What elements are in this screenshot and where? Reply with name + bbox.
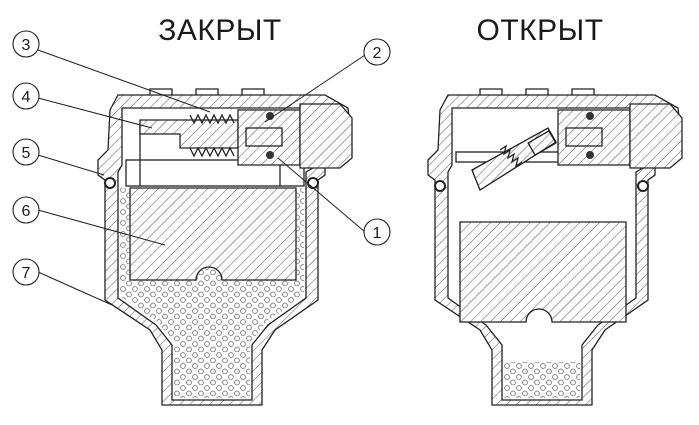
callout-4-label: 4 — [22, 89, 31, 106]
callout-7-label: 7 — [22, 265, 31, 282]
open-water-fill — [504, 362, 580, 398]
open-float — [459, 221, 627, 323]
closed-spring — [189, 113, 235, 158]
callout-leader-7 — [37, 271, 113, 306]
open-seal-bottom — [586, 151, 594, 159]
callout-2: 2 — [363, 38, 391, 66]
open-title: ОТКРЫТ — [476, 14, 603, 47]
callout-leader-2 — [264, 54, 366, 123]
callout-5-label: 5 — [22, 145, 31, 162]
closed-oring-left — [104, 177, 116, 189]
callout-6-label: 6 — [22, 203, 31, 220]
callout-leader-1 — [277, 157, 366, 233]
open-seal-top — [586, 112, 594, 120]
callout-leader-6 — [37, 209, 166, 246]
open-cap — [629, 103, 683, 169]
closed-cap — [299, 103, 353, 169]
callouts: 3 4 5 6 7 2 1 — [12, 30, 391, 306]
closed-title: ЗАКРЫТ — [158, 14, 282, 47]
closed-seal-top — [266, 112, 274, 120]
closed-lever — [139, 119, 239, 149]
open-valve-body — [557, 109, 631, 166]
closed-float — [129, 187, 297, 281]
closed-oring-right — [307, 177, 319, 189]
closed-seal-bottom — [266, 151, 274, 159]
open-oring-left — [434, 180, 446, 192]
closed-inner-frame — [125, 159, 305, 187]
callout-leader-4 — [37, 97, 153, 129]
callout-3: 3 — [12, 30, 40, 58]
open-lever — [471, 127, 557, 191]
callout-7: 7 — [12, 258, 40, 286]
closed-water-fill — [120, 270, 304, 398]
callout-6: 6 — [12, 196, 40, 224]
open-oring-right — [637, 180, 649, 192]
callout-leader-5 — [37, 154, 105, 176]
callout-3-label: 3 — [22, 37, 31, 54]
callout-2-label: 2 — [373, 45, 382, 62]
callout-4: 4 — [12, 82, 40, 110]
callout-5: 5 — [12, 138, 40, 166]
open-panel: ОТКРЫТ — [427, 14, 683, 406]
closed-panel: ЗАКРЫТ — [97, 14, 353, 406]
callout-1-label: 1 — [373, 225, 382, 242]
callout-leader-3 — [37, 49, 211, 113]
callout-1: 1 — [363, 218, 391, 246]
